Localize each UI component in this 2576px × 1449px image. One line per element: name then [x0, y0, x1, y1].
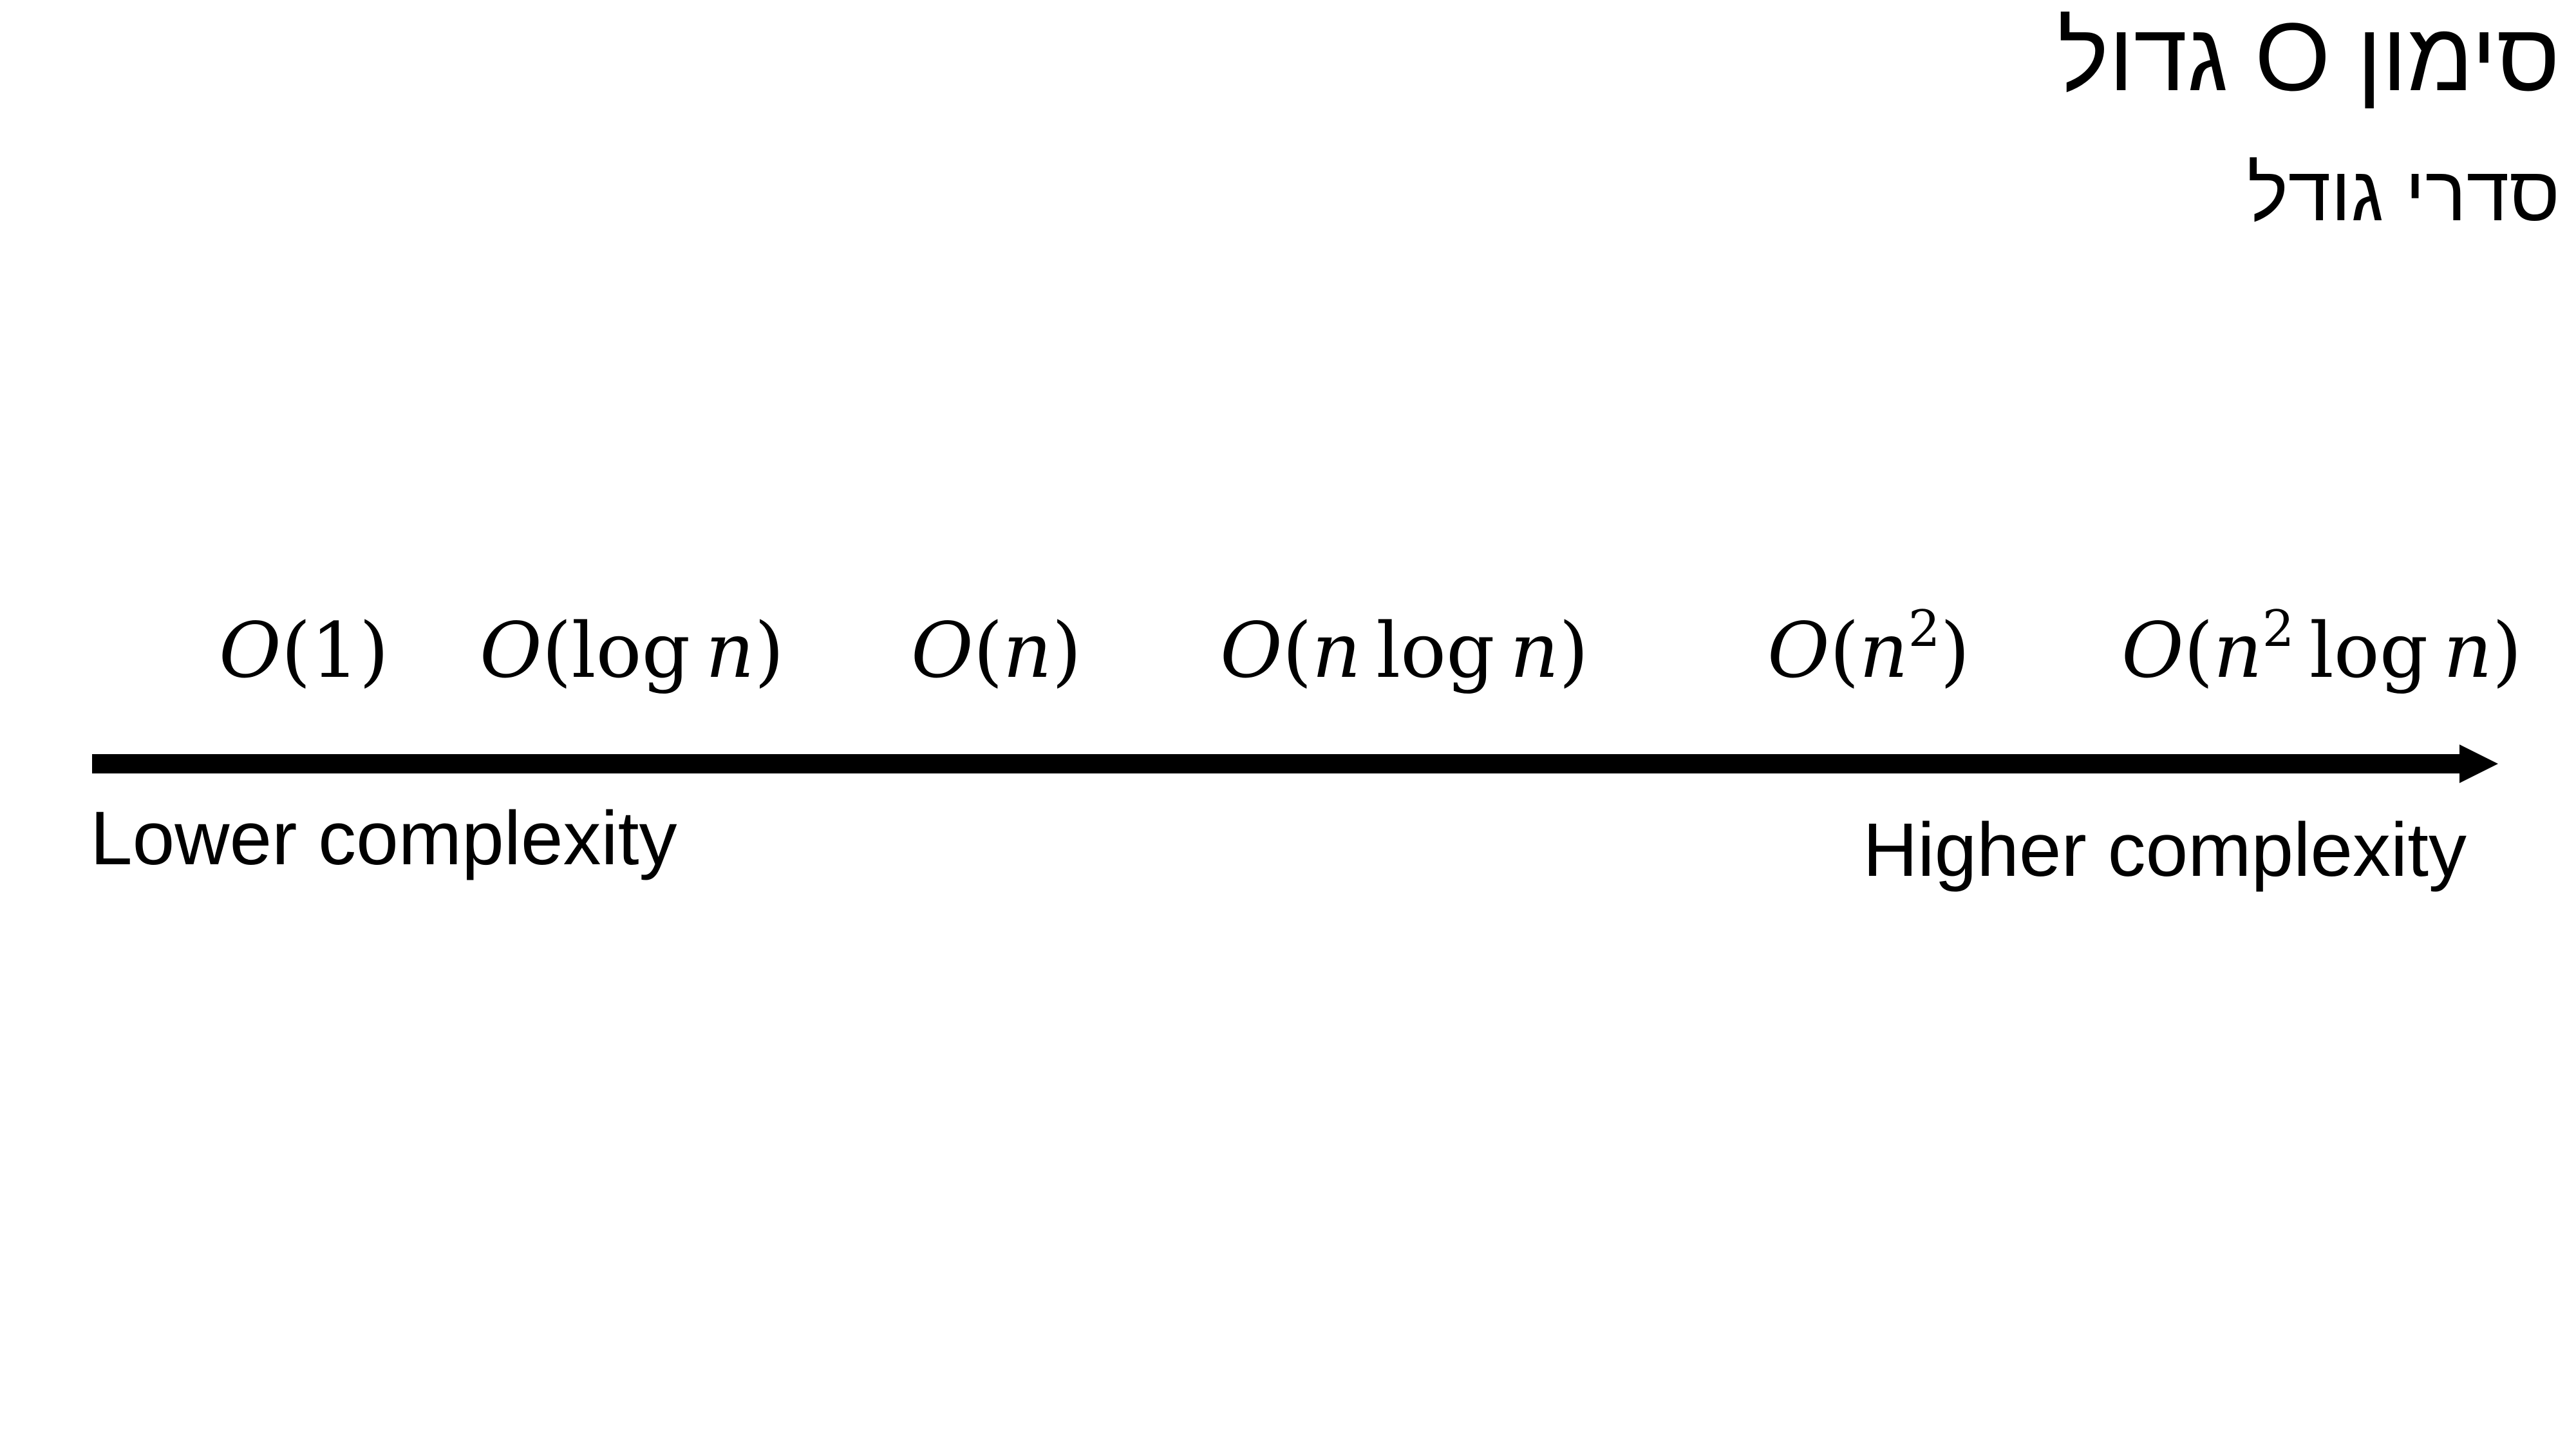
big-o-symbol: O — [480, 606, 542, 695]
complexity-term-linear: O(n) — [911, 605, 1082, 697]
variable-n: n — [1002, 606, 1052, 695]
log-operator: log — [2309, 606, 2429, 695]
arrowhead-icon — [2459, 744, 2498, 783]
variable-n: n — [1859, 606, 1908, 695]
close-paren: ) — [2492, 606, 2522, 695]
close-paren: ) — [1559, 606, 1589, 695]
big-o-symbol: O — [219, 606, 281, 695]
open-paren: ( — [2183, 606, 2214, 695]
big-o-symbol: O — [1220, 606, 1283, 695]
big-o-symbol: O — [911, 606, 973, 695]
open-paren: ( — [1829, 606, 1859, 695]
open-paren: ( — [1282, 606, 1312, 695]
variable-n: n — [705, 606, 755, 695]
variable-n: n — [1312, 606, 1361, 695]
slide-title: סימון O גדול — [2057, 3, 2560, 111]
complexity-term-quadratic: O(n2) — [1767, 604, 1970, 697]
variable-n: n — [2443, 606, 2492, 695]
close-paren: ) — [1940, 606, 1970, 695]
variable-n: n — [1510, 606, 1559, 695]
open-paren: ( — [541, 606, 572, 695]
slide-subtitle: סדרי גודל — [2247, 151, 2560, 237]
big-o-symbol: O — [1767, 606, 1830, 695]
open-paren: ( — [973, 606, 1003, 695]
close-paren: ) — [1051, 606, 1082, 695]
open-paren: ( — [281, 606, 311, 695]
term-argument: 1 — [310, 606, 359, 695]
close-paren: ) — [754, 606, 784, 695]
complexity-term-logarithmic: O(log n) — [480, 605, 784, 697]
variable-n: n — [2213, 606, 2262, 695]
log-operator: log — [1376, 606, 1495, 695]
log-operator: log — [571, 606, 691, 695]
exponent: 2 — [1908, 600, 1941, 658]
exponent: 2 — [2262, 600, 2295, 658]
complexity-term-constant: O(1) — [219, 605, 389, 697]
lower-complexity-label: Lower complexity — [90, 796, 677, 881]
higher-complexity-label: Higher complexity — [1863, 808, 2467, 893]
complexity-term-linearithmic: O(n log n) — [1220, 605, 1588, 697]
big-o-symbol: O — [2121, 606, 2184, 695]
close-paren: ) — [359, 606, 389, 695]
complexity-term-quadratic-log: O(n2 log n) — [2121, 604, 2522, 697]
